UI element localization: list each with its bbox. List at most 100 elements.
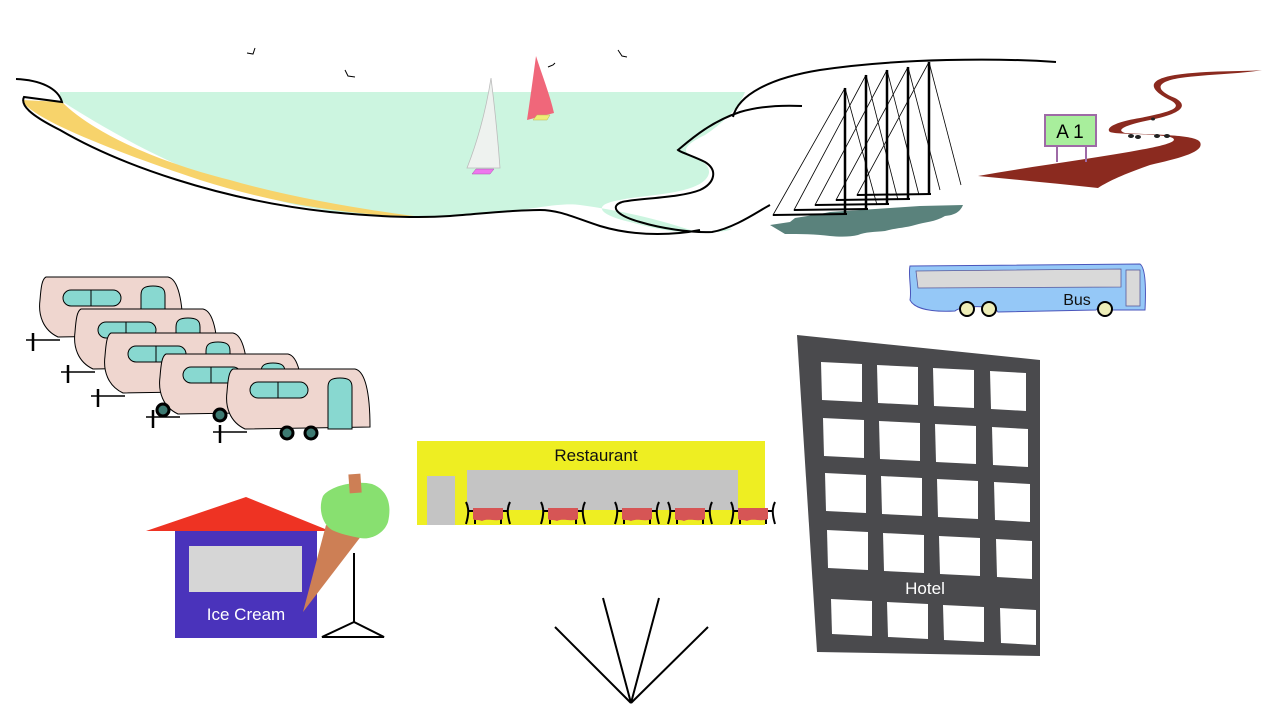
hotel-window xyxy=(935,424,976,464)
jib-sail xyxy=(835,66,909,201)
peninsula-tip xyxy=(614,201,771,234)
hotel-window xyxy=(887,602,928,639)
table-cloth xyxy=(473,508,503,521)
cafe-table xyxy=(614,501,660,525)
hotel-window xyxy=(831,599,872,636)
caravan-wheel xyxy=(212,407,228,423)
hotel-label: Hotel xyxy=(905,579,945,598)
bus-wheel xyxy=(981,301,997,317)
cafe-table xyxy=(540,501,586,525)
hotel-window xyxy=(994,482,1030,522)
bus-label: Bus xyxy=(1063,292,1091,309)
table-cloth xyxy=(622,508,652,521)
kiosk-roof xyxy=(146,497,330,531)
seagulls xyxy=(246,47,628,78)
schooner xyxy=(814,69,920,206)
ice-cream-cone xyxy=(303,525,362,612)
boom xyxy=(856,193,932,196)
schooner xyxy=(772,87,878,216)
caravan xyxy=(213,368,371,443)
main-sail xyxy=(844,87,878,206)
boom xyxy=(814,203,890,206)
hotel: Hotel xyxy=(797,335,1040,656)
hotel-window xyxy=(825,473,866,513)
hotel-window xyxy=(992,427,1028,467)
umbrella-frame xyxy=(554,597,709,704)
hotel-window xyxy=(933,368,974,408)
sailboat-red xyxy=(527,56,554,121)
schooner xyxy=(793,74,899,211)
road-sign: A 1 xyxy=(1044,114,1097,162)
seagull-icon xyxy=(547,62,556,68)
cafe-table xyxy=(667,501,713,525)
hotel-window xyxy=(823,418,864,458)
boom xyxy=(772,213,848,216)
caravan-window xyxy=(249,381,309,399)
restaurant: Restaurant xyxy=(417,441,776,525)
seagull-icon xyxy=(344,69,356,78)
table-cloth xyxy=(738,508,768,521)
hotel-window xyxy=(821,362,862,402)
hotel-window xyxy=(937,479,978,519)
caravan-wheel xyxy=(303,425,319,441)
cafe-table xyxy=(465,501,511,525)
highway: A 1 xyxy=(978,70,1262,188)
caravan-door xyxy=(327,377,353,430)
caravan-wheel xyxy=(155,402,171,418)
restaurant-label: Restaurant xyxy=(554,446,637,465)
boom xyxy=(835,198,911,201)
sailboat-white xyxy=(466,77,501,175)
flake-stick xyxy=(348,473,362,494)
restaurant-door xyxy=(427,476,455,525)
hotel-window xyxy=(939,536,980,576)
jib-sail xyxy=(814,69,888,206)
jib-sail xyxy=(793,74,867,211)
bay xyxy=(15,58,1057,235)
boom xyxy=(793,208,869,211)
schooner-fleet xyxy=(770,61,963,237)
sand-beach xyxy=(22,100,430,218)
coastline-far xyxy=(732,58,1057,118)
bus: Bus xyxy=(908,263,1146,317)
main-sail xyxy=(928,61,962,186)
bus-wheel xyxy=(1097,301,1113,317)
schooner-water xyxy=(770,205,963,237)
schooner xyxy=(856,61,962,196)
seagull-icon xyxy=(246,47,256,55)
ice-cream-scoop xyxy=(320,482,390,539)
table-cloth xyxy=(548,508,578,521)
headland-left xyxy=(15,78,701,235)
cone-stand xyxy=(321,553,385,638)
seagull-icon xyxy=(617,49,628,58)
caravan-wheel xyxy=(279,425,295,441)
caravan-window xyxy=(62,289,122,307)
ice-cream-kiosk: Ice Cream xyxy=(146,473,390,638)
table-cloth xyxy=(675,508,705,521)
hotel-window xyxy=(883,533,924,573)
cars-on-road xyxy=(1128,117,1170,139)
hotel-window xyxy=(881,476,922,516)
hotel-window xyxy=(1000,608,1036,645)
hotel-window xyxy=(877,365,918,405)
bus-wheel xyxy=(959,301,975,317)
caravan-park xyxy=(26,276,371,443)
kiosk-label: Ice Cream xyxy=(207,605,285,624)
road-sign-label: A 1 xyxy=(1056,122,1083,143)
hotel-window xyxy=(943,605,984,642)
main-sail xyxy=(907,66,941,191)
road xyxy=(978,70,1262,188)
restaurant-window xyxy=(467,470,738,510)
jib-sail xyxy=(772,87,846,216)
peninsula-outline xyxy=(621,104,803,203)
hotel-window xyxy=(827,530,868,570)
hotel-window xyxy=(990,371,1026,411)
kiosk-window xyxy=(189,546,302,592)
hotel-window xyxy=(996,539,1032,579)
sea xyxy=(60,92,745,233)
cafe-table xyxy=(730,501,776,525)
hotel-window xyxy=(879,421,920,461)
main-sail xyxy=(886,69,920,196)
main-sail xyxy=(865,74,899,201)
schooner xyxy=(835,66,941,201)
